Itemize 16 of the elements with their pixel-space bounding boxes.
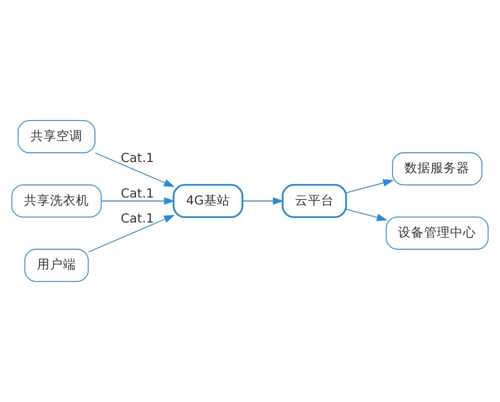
node-box: 云平台 xyxy=(282,184,347,218)
edge-label: Cat.1 xyxy=(120,210,154,226)
node-box: 4G基站 xyxy=(172,184,244,218)
edge-label: Cat.1 xyxy=(120,150,154,165)
arrow xyxy=(242,197,284,205)
node-box: 用户端 xyxy=(24,248,89,282)
arrow xyxy=(346,208,388,222)
node-box: 共享空调 xyxy=(18,120,96,154)
edge-label: Cat.1 xyxy=(120,186,154,201)
node-box: 设备管理中心 xyxy=(386,216,489,250)
arrow xyxy=(94,152,175,188)
arrow xyxy=(101,197,175,205)
node-box: 数据服务器 xyxy=(392,152,482,186)
node-box: 共享洗衣机 xyxy=(11,184,102,218)
arrow xyxy=(88,214,175,252)
arrow xyxy=(346,179,394,194)
